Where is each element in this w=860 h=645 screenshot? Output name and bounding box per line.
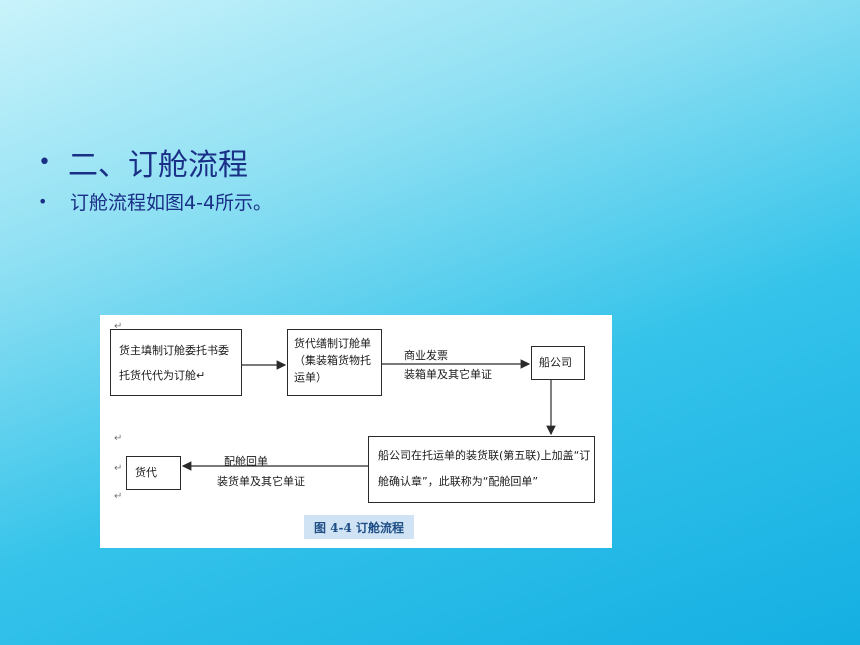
flow-arrows xyxy=(181,359,556,471)
arrow-label-invoice: 商业发票 xyxy=(404,349,448,362)
box-forwarder: 货代 xyxy=(126,456,181,490)
box-forwarder-booking: 货代缮制订舱单 （集装箱货物托 运单） xyxy=(287,329,382,396)
subtext-row: • 订舱流程如图4-4所示。 xyxy=(38,188,272,215)
booking-flow-diagram: ↵ 货主填制订舱委托书委 托货代代为订舱↵ 货代缮制订舱单 （集装箱货物托 运单… xyxy=(100,315,612,548)
box1-line2: 托货代代为订舱 xyxy=(119,369,196,382)
arrow-label-packing-list: 装箱单及其它单证 xyxy=(404,368,492,381)
box-shipping-company: 船公司 xyxy=(531,346,585,380)
return-mark: ↵ xyxy=(114,491,123,502)
box4-line1: 船公司在托运单的装货联(第五联)上加盖“订 xyxy=(378,449,591,462)
return-mark: ↵ xyxy=(114,463,123,474)
box2-line2: （集装箱货物托 xyxy=(294,354,371,367)
heading-row: • 二、订舱流程 xyxy=(38,140,248,184)
box-shipper-booking: 货主填制订舱委托书委 托货代代为订舱↵ xyxy=(110,329,242,396)
box3-line1: 船公司 xyxy=(539,356,572,369)
slide-heading: 二、订舱流程 xyxy=(68,148,248,183)
box1-line1: 货主填制订舱委托书委 xyxy=(119,344,229,357)
return-mark: ↵ xyxy=(114,321,123,332)
slide-text-area: • 二、订舱流程 • 订舱流程如图4-4所示。 xyxy=(0,0,860,260)
arrow-label-loading-list: 装货单及其它单证 xyxy=(217,475,305,488)
arrow-label-booking-return: 配舱回单 xyxy=(224,455,268,468)
box2-line3: 运单） xyxy=(294,371,327,384)
box5-line1: 货代 xyxy=(135,466,157,479)
return-mark: ↵ xyxy=(196,369,206,382)
slide-subtext: 订舱流程如图4-4所示。 xyxy=(70,192,273,214)
figure-caption: 图 4-4 订舱流程 xyxy=(304,515,414,539)
bullet-icon: • xyxy=(38,149,51,175)
return-mark: ↵ xyxy=(114,433,123,444)
box4-line2: 舱确认章”，此联称为“配舱回单” xyxy=(378,475,539,488)
box-shipping-company-confirm: 船公司在托运单的装货联(第五联)上加盖“订 舱确认章”，此联称为“配舱回单” xyxy=(368,436,595,503)
box2-line1: 货代缮制订舱单 xyxy=(294,337,371,350)
bullet-icon: • xyxy=(38,192,48,211)
